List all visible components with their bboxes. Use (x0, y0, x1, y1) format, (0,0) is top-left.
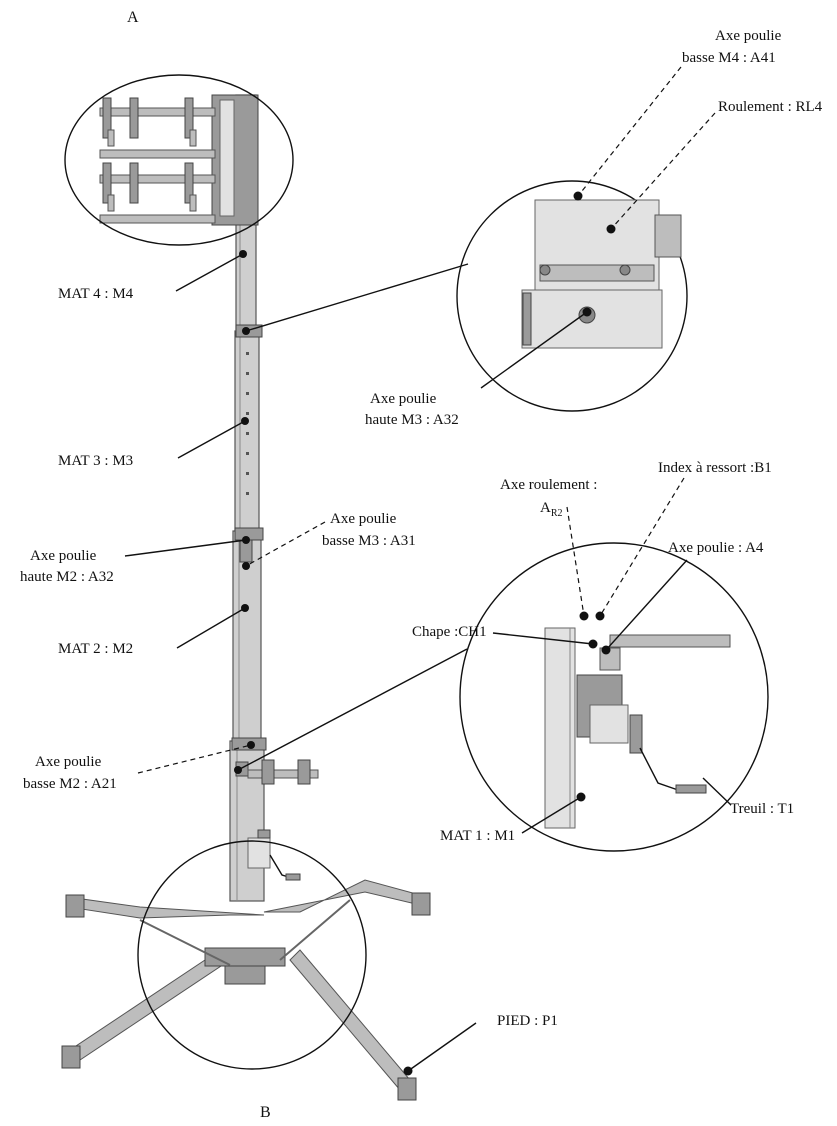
label-mat3: MAT 3 : M3 (58, 453, 133, 469)
detail-circle-top-right (456, 180, 688, 412)
detail-top-right-parts (521, 199, 682, 349)
label-axe-poulie-haute-m2-l1: Axe poulie (30, 548, 97, 564)
label-axe-poulie-basse-m2-l2: basse M2 : A21 (23, 776, 117, 792)
letter-b: B (260, 1104, 271, 1121)
letter-a: A (127, 9, 139, 26)
label-axe-poulie-basse-m4-l2: basse M4 : A41 (682, 50, 776, 66)
label-mat2: MAT 2 : M2 (58, 641, 133, 657)
mast-assembly (211, 94, 267, 902)
label-mat1: MAT 1 : M1 (440, 828, 515, 844)
label-pied: PIED : P1 (497, 1013, 558, 1029)
label-chape: Chape :CH1 (412, 624, 487, 640)
detail-circle-winch (459, 542, 769, 852)
top-arms (99, 97, 216, 224)
winch-on-mast (247, 759, 319, 881)
detail-circle-a (64, 74, 294, 246)
label-roulement: Roulement : RL4 (718, 99, 823, 115)
label-axe-roulement-l2: AR2 (540, 500, 563, 519)
label-index-ressort: Index à ressort :B1 (658, 460, 772, 476)
label-axe-roulement-main: A (540, 500, 551, 516)
detail-circle-b (137, 840, 367, 1070)
label-axe-poulie-a4: Axe poulie : A4 (668, 540, 764, 556)
label-axe-poulie-basse-m4-l1: Axe poulie (715, 28, 782, 44)
label-axe-poulie-basse-m2-l1: Axe poulie (35, 754, 102, 770)
mast-section-m3 (234, 330, 260, 532)
label-mat4: MAT 4 : M4 (58, 286, 134, 302)
detail-winch-parts (544, 627, 731, 829)
label-axe-poulie-haute-m2-l2: haute M2 : A32 (20, 569, 114, 585)
label-axe-poulie-haute-m3-l2: haute M3 : A32 (365, 412, 459, 428)
label-axe-poulie-haute-m3-l1: Axe poulie (370, 391, 437, 407)
label-treuil: Treuil : T1 (730, 801, 794, 817)
label-axe-poulie-basse-m3-l1: Axe poulie (330, 511, 397, 527)
label-axe-roulement-sub: R2 (551, 508, 563, 519)
tripod-base (61, 879, 431, 1101)
label-axe-roulement-l1: Axe roulement : (500, 477, 597, 493)
label-axe-poulie-basse-m3-l2: basse M3 : A31 (322, 533, 416, 549)
